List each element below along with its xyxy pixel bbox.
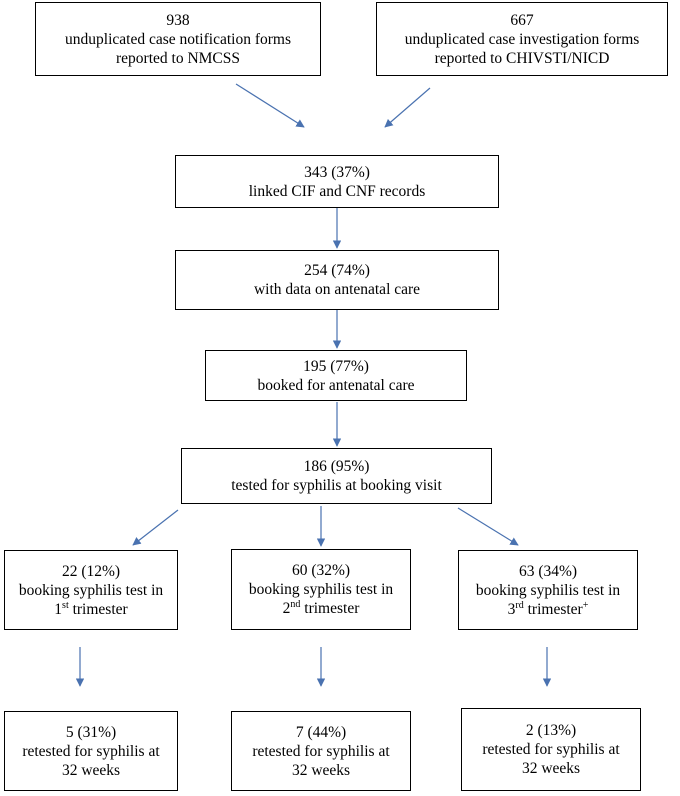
box-label: unduplicated case notification forms [65, 30, 291, 48]
box-label: 32 weeks [521, 760, 581, 777]
box-count: 60 (32%) [291, 562, 351, 579]
arrow-nmcss-to-linked [235, 83, 305, 128]
box-label: 32 weeks [61, 761, 121, 779]
box-count: 2 (13%) [525, 722, 577, 739]
ordinal-suffix: rd [515, 599, 524, 611]
box-count: 5 (31%) [65, 723, 117, 741]
box-booked-antenatal: 195 (77%) booked for antenatal care [205, 350, 467, 401]
box-count: 343 (37%) [304, 163, 370, 181]
box-label: booking syphilis test in [18, 581, 164, 599]
box-count: 938 [166, 11, 190, 29]
trimester-word: trimester [68, 600, 128, 618]
ordinal-number: 3 [507, 600, 516, 618]
box-count: 195 (77%) [303, 357, 369, 375]
box-label: retested for syphilis at [482, 741, 620, 758]
box-label: 32 weeks [291, 761, 351, 779]
trimester-word: trimester [300, 600, 360, 617]
box-label: booking syphilis test in [248, 581, 394, 598]
box-linked-records: 343 (37%) linked CIF and CNF records [175, 155, 499, 208]
box-second-trimester: 60 (32%) booking syphilis test in 2nd tr… [231, 549, 411, 630]
box-count: 63 (34%) [518, 562, 578, 580]
ordinal-suffix: st [62, 599, 69, 611]
box-first-trimester: 22 (12%) booking syphilis test in 1st tr… [4, 550, 178, 630]
box-count: 186 (95%) [303, 458, 370, 475]
box-label: reported to NMCSS [116, 49, 240, 67]
box-label: retested for syphilis at [252, 742, 390, 760]
box-label: booked for antenatal care [257, 376, 415, 394]
box-retest-first: 5 (31%) retested for syphilis at 32 week… [4, 711, 178, 791]
box-nmcss-forms: 938 unduplicated case notification forms… [35, 2, 321, 76]
ordinal-number: 1 [54, 600, 63, 618]
box-label-trimester: 2nd trimester [283, 599, 360, 618]
arrow-chivsti-to-linked [384, 87, 431, 128]
box-label: tested for syphilis at booking visit [231, 477, 442, 494]
box-label-trimester: 1st trimester [54, 600, 127, 619]
box-count: 667 [510, 11, 534, 29]
box-label: unduplicated case investigation forms [404, 30, 640, 48]
ordinal-suffix: nd [290, 598, 301, 610]
trimester-footnote-mark: + [582, 599, 589, 611]
box-chivsti-forms: 667 unduplicated case investigation form… [376, 2, 668, 76]
box-label-trimester: 3rd trimester+ [508, 600, 589, 619]
box-retest-second: 7 (44%) retested for syphilis at 32 week… [231, 711, 411, 791]
box-count: 254 (74%) [304, 262, 370, 279]
box-third-trimester: 63 (34%) booking syphilis test in 3rd tr… [458, 550, 638, 630]
box-label: with data on antenatal care [253, 281, 421, 298]
box-label: reported to CHIVSTI/NICD [434, 49, 610, 67]
box-label: booking syphilis test in [475, 581, 621, 599]
box-label: retested for syphilis at [22, 742, 160, 760]
box-label: linked CIF and CNF records [248, 182, 426, 200]
trimester-word: trimester [523, 600, 583, 618]
box-count: 7 (44%) [295, 723, 347, 741]
box-count: 22 (12%) [61, 562, 121, 580]
box-antenatal-data: 254 (74%) with data on antenatal care [175, 250, 499, 310]
box-retest-third: 2 (13%) retested for syphilis at 32 week… [461, 708, 641, 791]
arrow-tested-to-third [457, 507, 519, 546]
box-tested-syphilis: 186 (95%) tested for syphilis at booking… [181, 448, 492, 504]
arrow-tested-to-first [132, 509, 179, 546]
ordinal-number: 2 [282, 600, 291, 617]
